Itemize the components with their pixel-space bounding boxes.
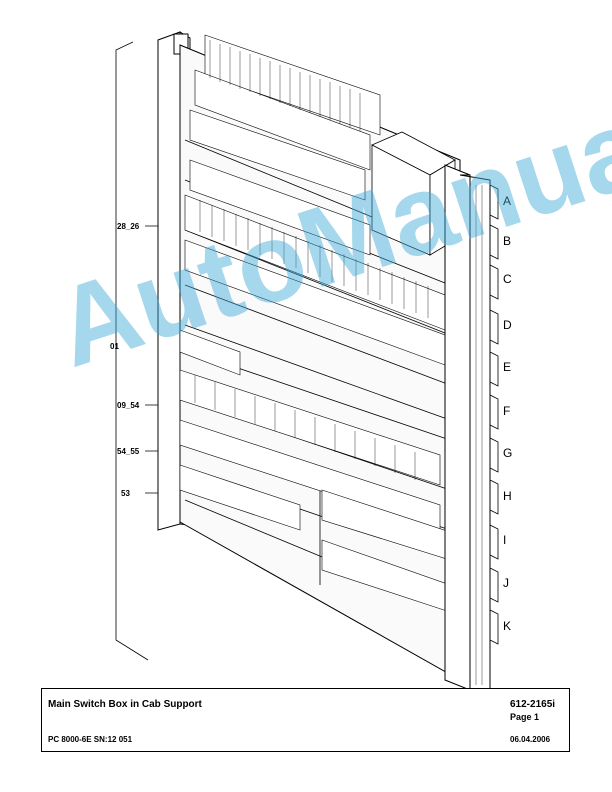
- title-block: Main Switch Box in Cab Support 612-2165i…: [41, 688, 570, 752]
- part-number: 612-2165i: [510, 699, 556, 710]
- document-title: Main Switch Box in Cab Support: [48, 699, 202, 710]
- row-letter: K: [503, 619, 512, 633]
- callout-label: 09_54: [117, 401, 140, 410]
- row-letter: F: [503, 404, 511, 418]
- row-letter: E: [503, 360, 512, 374]
- row-letter: D: [503, 318, 512, 332]
- row-letter: B: [503, 234, 512, 248]
- document-date: 06.04.2006: [510, 735, 551, 744]
- callout-label: 01: [110, 342, 119, 351]
- row-letter: A: [503, 194, 512, 208]
- page-number: Page 1: [510, 712, 540, 722]
- row-letter: C: [503, 272, 512, 286]
- row-letter: I: [503, 533, 507, 547]
- callout-label: 54_55: [117, 447, 140, 456]
- switch-box-drawing: [115, 31, 499, 688]
- callout-label: 53: [121, 489, 130, 498]
- row-letter: G: [503, 446, 513, 460]
- row-letter: J: [503, 576, 509, 590]
- model-serial: PC 8000-6E SN:12 051: [48, 735, 133, 744]
- callout-label: 28_26: [117, 222, 140, 231]
- row-letter: H: [503, 489, 512, 503]
